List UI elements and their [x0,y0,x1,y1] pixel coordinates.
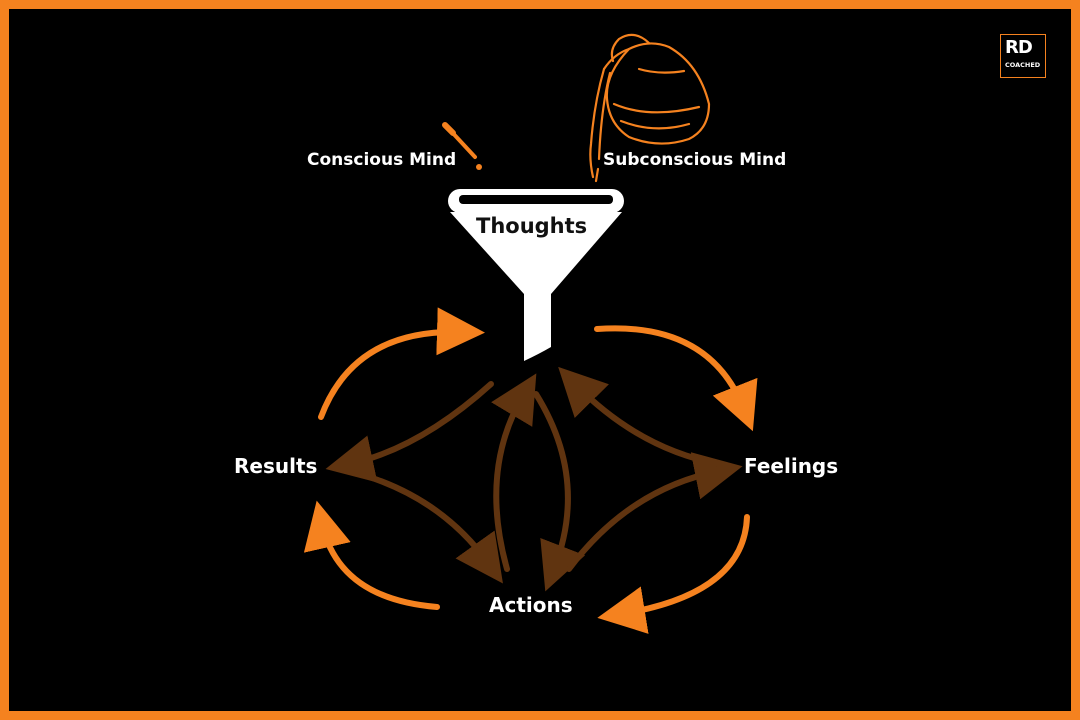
conscious-mind-label: Conscious Mind [307,150,457,170]
logo-text: RD [1005,37,1033,58]
feelings-label: Feelings [744,454,839,478]
diagram-canvas: Conscious Mind Subconscious Mind Thought… [9,9,1071,711]
brand-logo: RD COACHED [1000,34,1046,78]
diagram-graphics [303,33,758,634]
inner-arrows [325,366,743,592]
results-label: Results [234,454,318,478]
actions-label: Actions [489,593,573,617]
funnel-icon [448,189,624,361]
dropper-icon [442,122,482,170]
cycle-arrows [303,307,758,634]
thoughts-label: Thoughts [476,214,588,238]
logo-subtext: COACHED [1005,61,1041,69]
subconscious-mind-label: Subconscious Mind [603,150,787,170]
pitcher-icon [589,33,711,183]
